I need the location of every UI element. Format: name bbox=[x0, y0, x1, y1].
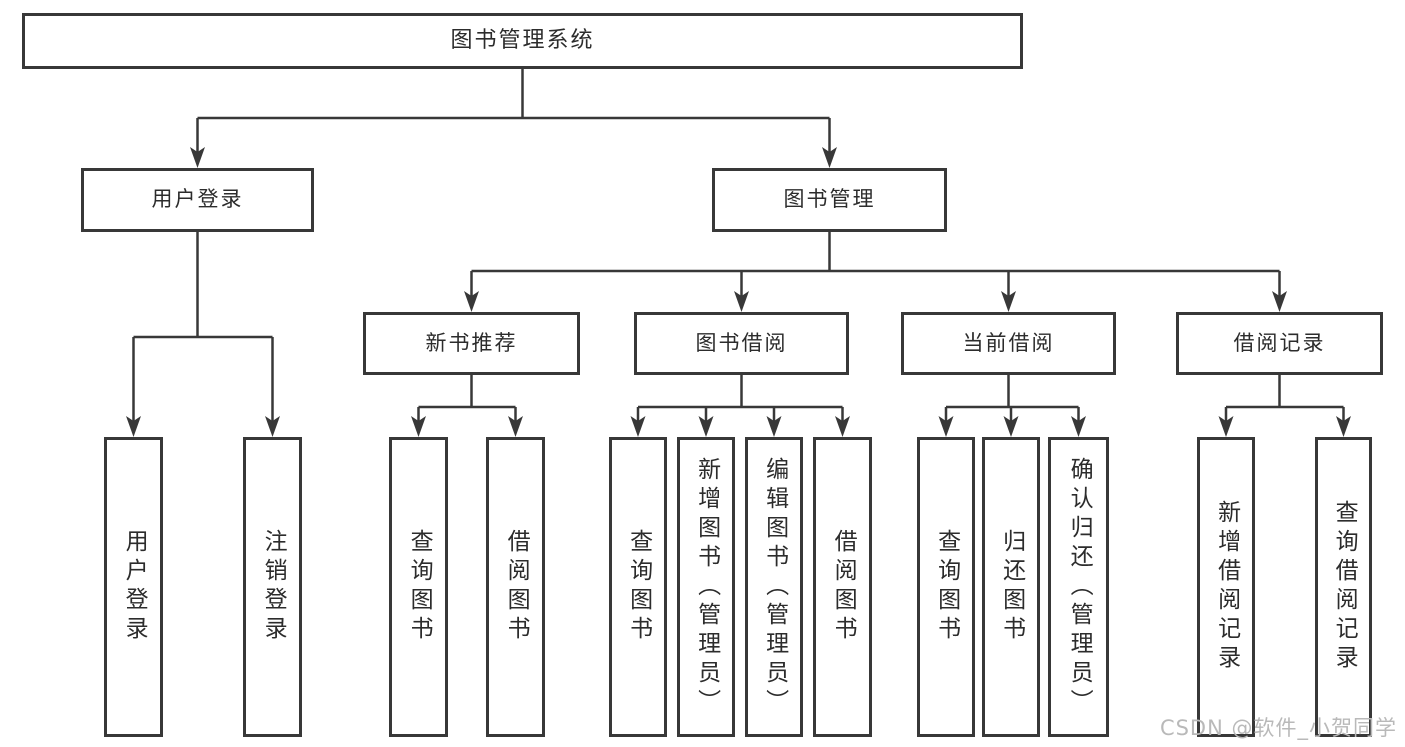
node-book-borrowing: 图书借阅 bbox=[634, 312, 849, 375]
node-leaf-query-borrow-record: 查询借阅记录 bbox=[1315, 437, 1372, 737]
node-leaf-query-books-recommend: 查询图书 bbox=[389, 437, 448, 737]
node-library-management-system: 图书管理系统 bbox=[22, 13, 1023, 69]
node-leaf-query-books-current: 查询图书 bbox=[917, 437, 975, 737]
node-leaf-add-borrow-record: 新增借阅记录 bbox=[1197, 437, 1255, 737]
node-leaf-edit-books-admin: 编辑图书（管理员） bbox=[745, 437, 803, 737]
node-leaf-borrow-books-recommend: 借阅图书 bbox=[486, 437, 545, 737]
node-borrowing-records: 借阅记录 bbox=[1176, 312, 1383, 375]
node-user-login: 用户登录 bbox=[81, 168, 314, 232]
csdn-watermark: CSDN @软件_小贺同学 bbox=[1159, 716, 1397, 740]
node-new-book-recommendation: 新书推荐 bbox=[363, 312, 580, 375]
node-leaf-logout: 注销登录 bbox=[243, 437, 302, 737]
node-leaf-borrow-books: 借阅图书 bbox=[813, 437, 872, 737]
node-leaf-confirm-return-admin: 确认归还（管理员） bbox=[1048, 437, 1109, 737]
arrowheads bbox=[126, 147, 1351, 437]
node-leaf-add-books-admin: 新增图书（管理员） bbox=[677, 437, 735, 737]
node-leaf-return-books: 归还图书 bbox=[982, 437, 1040, 737]
node-leaf-query-books-borrow: 查询图书 bbox=[609, 437, 667, 737]
node-book-management: 图书管理 bbox=[712, 168, 947, 232]
node-leaf-user-login: 用户登录 bbox=[104, 437, 163, 737]
node-current-borrowing: 当前借阅 bbox=[901, 312, 1116, 375]
